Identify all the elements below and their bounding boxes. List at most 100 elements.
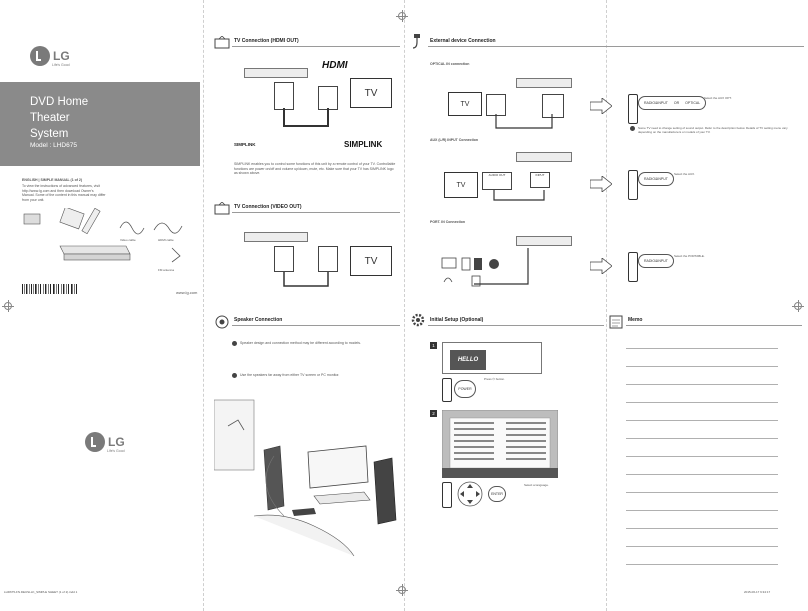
optical-or-label: OR — [673, 101, 680, 105]
lg-logo-back: LG Life's Good — [85, 432, 125, 453]
external-section-title: External device Connection — [430, 38, 496, 44]
optical-out-jack — [486, 94, 506, 116]
memo-section-title: Memo — [628, 317, 643, 323]
memo-line — [626, 438, 778, 439]
hdmi-in-jack — [318, 86, 338, 110]
optical-hint: Select the AUX OPT. — [704, 96, 732, 100]
memo-line — [626, 384, 778, 385]
setup-title-rule — [428, 325, 604, 326]
port-arrow — [590, 258, 612, 274]
website: www.lg.com — [176, 290, 198, 295]
port-cable — [474, 248, 529, 285]
port-hint: Select the PORTABLE. — [674, 254, 705, 258]
memo-line — [626, 420, 778, 421]
aux-audio-out-jack: AUDIO OUT — [482, 172, 512, 190]
language-menu-screen — [442, 410, 558, 478]
aux-arrow — [590, 176, 612, 192]
memo-line — [626, 402, 778, 403]
setup-section-title: Initial Setup (Optional) — [430, 317, 484, 323]
memo-title-rule — [626, 325, 802, 326]
hdmi-section-title: TV Connection (HDMI OUT) — [234, 38, 299, 44]
memo-line — [626, 474, 778, 475]
accessory-video-cable: Video cable — [120, 238, 136, 242]
memo-line — [626, 564, 778, 565]
registration-mark — [396, 584, 408, 596]
cable-section-icon — [412, 34, 420, 49]
aux-unit — [516, 152, 572, 162]
hdmi-out-jack — [274, 82, 294, 110]
optical-tv: TV — [448, 92, 482, 116]
speaker-note2-bullet — [232, 373, 237, 378]
video-section-title: TV Connection (VIDEO OUT) — [234, 204, 302, 210]
memo-line — [626, 510, 778, 511]
optical-button-label: OPTICAL — [685, 101, 701, 105]
connection-setup-panel: External device Connection OPTICAL IN co… — [404, 0, 808, 611]
external-title-rule — [428, 46, 804, 47]
optical-unit — [516, 78, 572, 88]
registration-mark — [2, 300, 14, 312]
optical-note: Some TV need to change setting of sound … — [638, 126, 788, 134]
optical-cable — [495, 114, 553, 129]
memo-line — [626, 366, 778, 367]
optical-note-bullet — [630, 126, 635, 131]
hdmi-unit-back — [244, 68, 308, 78]
port-radio-label: RADIO&INPUT — [644, 259, 668, 263]
tagline: Life's Good — [52, 63, 70, 67]
optical-remote — [628, 94, 638, 124]
aux-label: AUX (L/R) INPUT Connection — [430, 138, 479, 142]
cover-panel: LG Life's Good DVD Home Theater System M… — [0, 0, 202, 611]
display-hello: HELLO — [450, 350, 486, 370]
manual-text: To view the instructions of advanced fea… — [22, 184, 106, 202]
optical-radio-label: RADIO&INPUT — [644, 101, 668, 105]
video-cable — [283, 272, 329, 287]
registration-mark — [396, 10, 408, 22]
model-number: Model : LHD675 — [30, 142, 77, 149]
optical-label: OPTICAL IN connection — [430, 62, 470, 66]
lg-logo-back-icon — [85, 432, 105, 452]
aux-radio-label: RADIO&INPUT — [644, 177, 668, 181]
power-button: POWER — [454, 380, 476, 398]
press-power-hint: Press ⏻ button. — [484, 377, 505, 381]
hdmi-tv: TV — [350, 78, 392, 108]
video-title-rule — [232, 212, 400, 213]
speaker-note2: Use the speakers far away from either TV… — [240, 373, 340, 377]
speaker-title-rule — [232, 325, 400, 326]
hdmi-cable — [283, 108, 329, 127]
back-brand-text: LG — [108, 435, 125, 449]
gear-icon — [411, 313, 425, 327]
step-2-badge: 2 — [430, 410, 437, 417]
aux-hint: Select the AUX. — [674, 172, 696, 176]
speaker-setup-illustration — [214, 399, 397, 557]
memo-icon — [609, 315, 623, 329]
portable-devices — [441, 257, 499, 287]
cover-title-box — [0, 82, 200, 166]
manual-header: ENGLISH | SIMPLE MANUAL (1 of 2) — [22, 178, 83, 182]
memo-line — [626, 456, 778, 457]
video-tv: TV — [350, 246, 392, 276]
fold-line-3 — [606, 0, 607, 611]
enter-remote — [442, 482, 452, 508]
memo-line — [626, 492, 778, 493]
tv-section-icon — [214, 36, 230, 49]
port-unit — [516, 236, 572, 246]
port-button-bubble: RADIO&INPUT — [638, 254, 674, 268]
simplink-logo: SIMPLINK — [344, 140, 383, 149]
tv-video-section-icon — [214, 202, 230, 215]
memo-line — [626, 528, 778, 529]
tv-connection-panel: TV Connection (HDMI OUT) TV HDMI SIMPLIN… — [204, 0, 404, 611]
footer-file: LHD675-FN.DEUSLLK_SIMPLE SHEET (1 of 2).… — [4, 590, 78, 594]
aux-cable — [493, 190, 545, 201]
registration-mark — [792, 300, 804, 312]
simplink-title: SIMPLINK — [234, 142, 256, 147]
speaker-section-title: Speaker Connection — [234, 317, 283, 323]
enter-button: ENTER — [488, 486, 506, 502]
lg-logo: LG Life's Good — [30, 46, 70, 67]
product-title: DVD Home Theater System — [30, 96, 89, 140]
lg-logo-icon — [30, 46, 50, 66]
hdmi-title-rule — [232, 46, 400, 47]
aux-input-jack: INPUT — [530, 172, 550, 188]
speaker-section-icon — [215, 315, 229, 329]
accessories-illustration — [23, 208, 183, 263]
memo-line — [626, 348, 778, 349]
memo-line — [626, 546, 778, 547]
